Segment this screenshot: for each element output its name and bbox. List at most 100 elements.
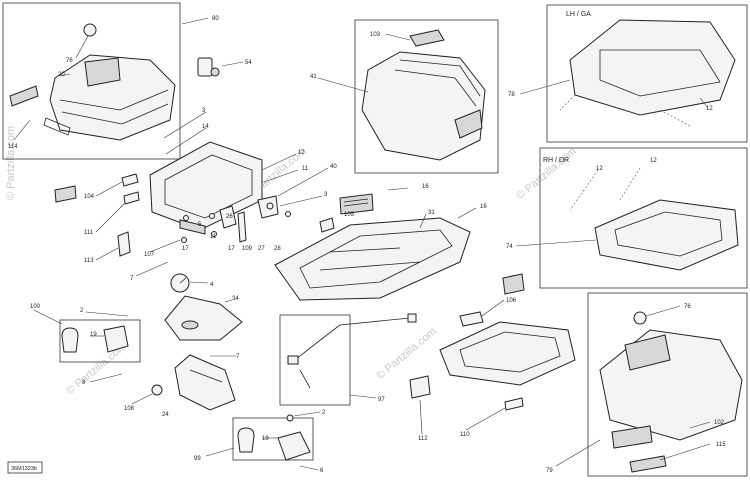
callout-3b: 3 [324, 192, 328, 198]
bracket-24-body [174, 354, 236, 411]
callout-103: 103 [370, 32, 381, 38]
decal-102 [611, 425, 653, 449]
grommet-108 [151, 384, 163, 396]
decal-104 [121, 173, 139, 187]
clip-110 [504, 397, 524, 411]
callout-12-lh: 12 [706, 106, 713, 112]
callout-8: 8 [82, 380, 86, 386]
bulb-19 [61, 327, 79, 353]
callout-111: 111 [84, 230, 94, 236]
callout-11b: 11 [210, 234, 217, 240]
callout-54: 54 [245, 60, 252, 66]
callout-2: 2 [80, 308, 84, 314]
callout-7: 7 [130, 276, 134, 282]
callout-7b: 7 [236, 354, 240, 360]
callout-31: 31 [428, 210, 435, 216]
callout-113: 113 [84, 258, 94, 264]
bin-79-lid [624, 334, 671, 371]
callout-11: 11 [302, 166, 309, 172]
panel-lh-ga: LH / GA [519, 4, 748, 143]
callout-112: 112 [418, 436, 428, 442]
socket [103, 325, 129, 353]
callout-20: 20 [58, 72, 65, 78]
pad-106 [459, 311, 484, 327]
skid-plate [274, 217, 471, 301]
bracket-frame [149, 141, 263, 231]
bulb-19b [237, 427, 255, 453]
callout-2b: 2 [322, 410, 326, 416]
harness-97 [279, 313, 417, 406]
callout-105: 105 [344, 212, 355, 218]
label-103 [409, 29, 445, 47]
lamp-100 [33, 309, 141, 383]
lh-tray [569, 19, 736, 116]
decal-strip [9, 85, 39, 107]
callout-26: 26 [226, 214, 233, 220]
drawing-code-box: 36M1323b [7, 461, 43, 474]
fasteners [135, 211, 291, 277]
callout-12-rh-a: 12 [596, 166, 603, 172]
callout-76b: 76 [684, 304, 691, 310]
harness-wire [294, 317, 411, 361]
decal-104-a [54, 185, 77, 203]
gauge-and-cover [164, 273, 243, 341]
callout-19b: 19 [262, 436, 269, 442]
clip-body [197, 57, 213, 77]
callout-27: 27 [258, 246, 265, 252]
callout-12: 12 [298, 150, 305, 156]
callout-24: 24 [162, 412, 169, 418]
callout-5: 5 [198, 222, 202, 228]
panel-frame [539, 147, 748, 289]
cover-latch [454, 109, 483, 139]
panel-frame [587, 292, 748, 477]
callout-102: 102 [714, 420, 725, 426]
lamp-99 [205, 411, 321, 471]
header-lh-ga: LH / GA [566, 11, 591, 18]
bin-body [49, 54, 176, 141]
callout-106: 106 [506, 298, 517, 304]
callout-109: 109 [242, 246, 253, 252]
callout-104: 104 [84, 194, 95, 200]
hinge [43, 117, 71, 136]
lamp-99-frame [232, 417, 314, 461]
cap-76b [633, 311, 647, 325]
callout-34: 34 [232, 296, 239, 302]
rh-tray [594, 199, 739, 271]
callout-99: 99 [194, 456, 201, 462]
callout-78: 78 [508, 92, 515, 98]
cap-76 [83, 23, 97, 37]
decal-115 [629, 455, 667, 473]
tray-106 [409, 273, 576, 435]
callout-12-rh-b: 12 [650, 158, 657, 164]
panel-cover-41 [317, 19, 499, 174]
callout-114: 114 [8, 144, 18, 150]
callout-17: 17 [182, 246, 189, 252]
panel-bin-79 [555, 292, 748, 477]
decals-left [54, 173, 140, 261]
callout-110: 110 [460, 432, 470, 438]
callout-97: 97 [378, 397, 385, 403]
label-105 [339, 193, 374, 215]
panel-frame [546, 4, 748, 143]
watermark-4: © Partzilla.com [374, 325, 438, 382]
decal-111 [123, 191, 140, 205]
watermark-left: © Partzilla.com [5, 126, 17, 200]
callout-107: 107 [144, 252, 155, 258]
socket-99 [277, 431, 311, 461]
cover-body [361, 51, 486, 161]
callout-79: 79 [546, 468, 553, 474]
callout-4: 4 [210, 282, 214, 288]
callout-40: 40 [330, 164, 337, 170]
callout-19: 19 [90, 332, 97, 338]
panel-112 [409, 375, 431, 399]
callout-76: 76 [66, 58, 73, 64]
callout-6: 6 [320, 468, 324, 474]
callout-28: 28 [274, 246, 281, 252]
bracket-assembly [149, 111, 329, 243]
callout-17b: 17 [228, 246, 235, 252]
callout-16: 16 [422, 184, 429, 190]
cover-34 [164, 295, 243, 341]
callout-14: 14 [202, 124, 209, 130]
drawing-code: 36M1323b [11, 466, 37, 472]
lower-tray [439, 321, 576, 386]
